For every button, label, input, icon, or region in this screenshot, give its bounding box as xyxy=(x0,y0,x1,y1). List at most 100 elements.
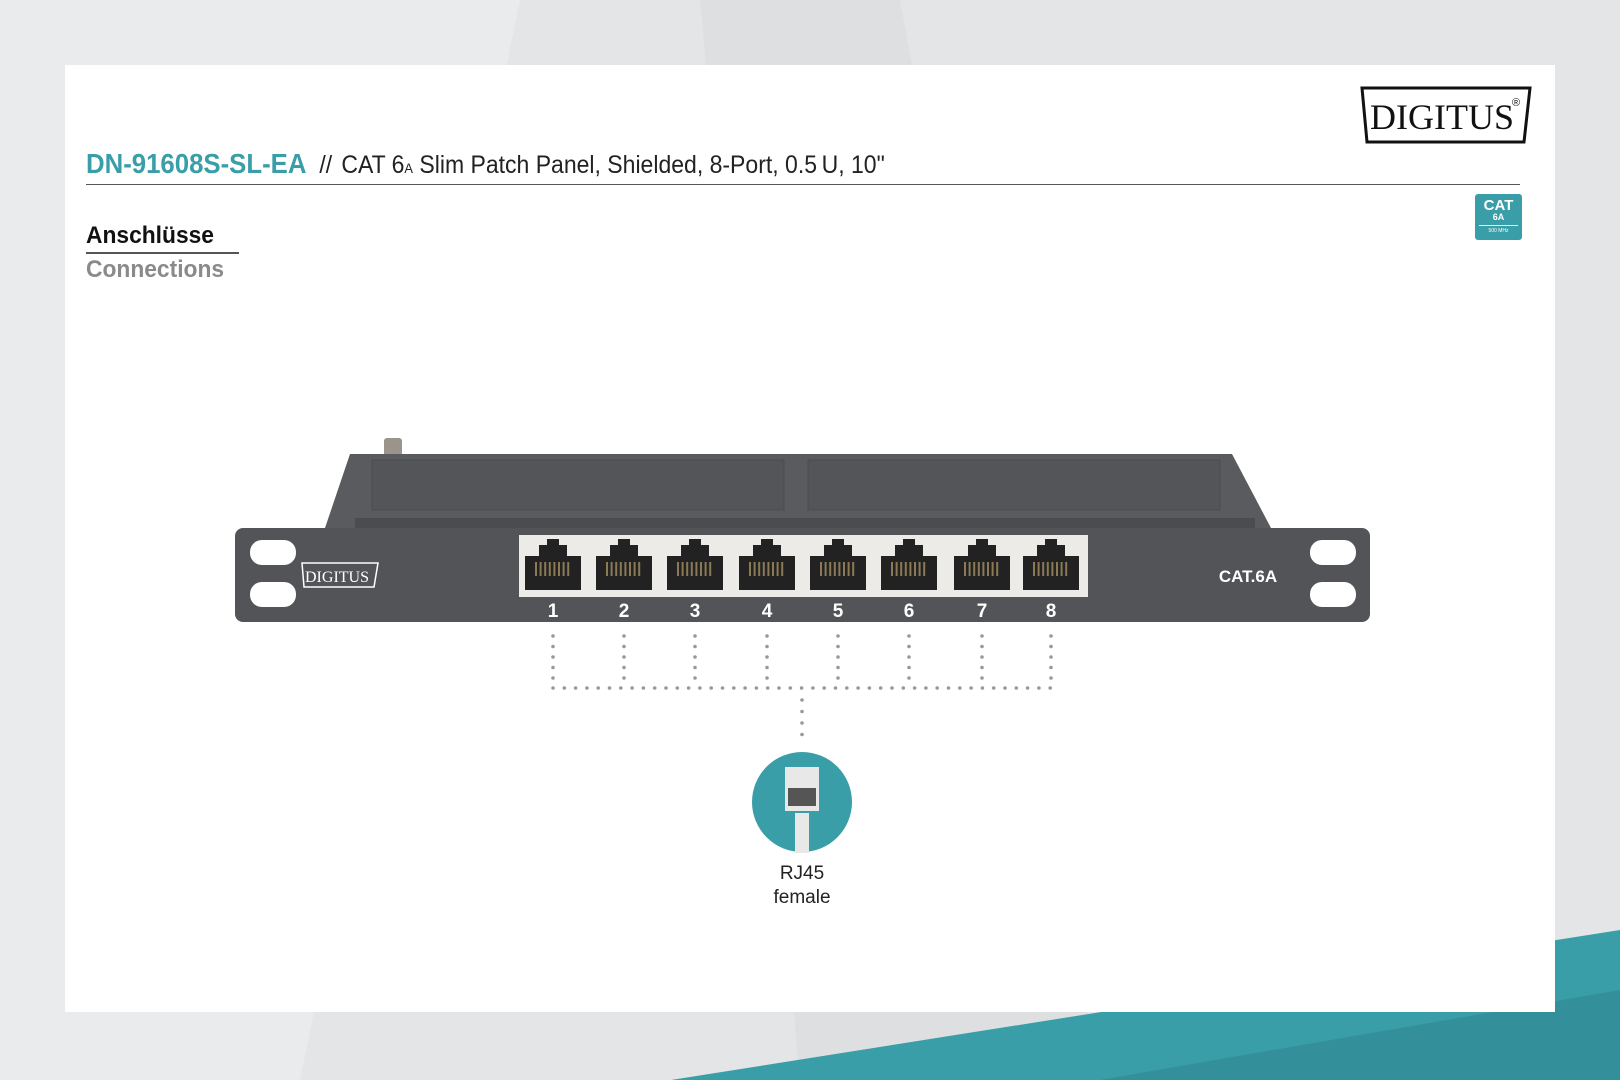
cat6a-badge: CAT 6A 500 MHz xyxy=(1475,194,1522,240)
connection-dot xyxy=(980,665,984,670)
connection-dot xyxy=(693,665,697,670)
connection-dot xyxy=(698,686,702,690)
connection-dot xyxy=(907,655,911,659)
connection-dot xyxy=(907,665,911,670)
rj45-port xyxy=(954,539,1010,590)
connection-dot xyxy=(980,644,984,649)
port-number: 6 xyxy=(904,601,915,622)
connection-dot xyxy=(845,686,849,690)
connection-dot xyxy=(935,686,939,690)
connection-dot xyxy=(765,676,769,680)
connection-dot xyxy=(800,698,804,702)
connection-dot xyxy=(788,686,793,690)
connection-dot xyxy=(1003,686,1007,690)
connection-dot xyxy=(946,686,951,690)
connection-dot xyxy=(765,665,769,670)
connection-dot xyxy=(720,686,725,690)
connection-dot xyxy=(1037,686,1041,690)
connection-dot xyxy=(907,644,911,649)
connection-dot xyxy=(836,634,840,638)
connection-dot xyxy=(551,676,555,680)
connection-dot xyxy=(622,644,626,649)
connection-dot xyxy=(652,686,657,690)
connection-dot xyxy=(743,686,747,690)
description-prefix: CAT 6 xyxy=(341,151,405,179)
connection-dot xyxy=(585,686,589,690)
connection-dot xyxy=(1049,676,1053,680)
connection-dot xyxy=(562,686,567,690)
product-code: DN-91608S-SL-EA xyxy=(86,148,307,179)
connection-dot xyxy=(836,655,840,659)
connection-dot xyxy=(693,676,697,680)
connection-dot xyxy=(765,655,769,659)
rj45-port xyxy=(1023,539,1079,590)
badge-category: 6A xyxy=(1492,212,1505,222)
connection-dot xyxy=(958,686,962,690)
connection-dot xyxy=(1048,686,1052,690)
connection-dot xyxy=(836,644,840,649)
digitus-logo: DIGITUS ® xyxy=(1360,86,1532,144)
connection-dot xyxy=(622,634,626,638)
port-number: 1 xyxy=(548,601,559,622)
connection-dot xyxy=(822,686,826,690)
connection-dot xyxy=(836,676,840,680)
connection-dot xyxy=(800,709,804,714)
connection-dot xyxy=(693,634,697,638)
panel-logo: DIGITUS xyxy=(305,569,369,586)
rj45-port xyxy=(810,539,866,590)
connection-dot xyxy=(693,644,697,649)
connection-dot xyxy=(664,686,668,690)
connection-dot xyxy=(907,634,911,638)
header-divider xyxy=(86,184,1520,185)
svg-text:DIGITUS: DIGITUS xyxy=(1370,97,1514,137)
connection-dot xyxy=(907,676,911,680)
badge-frequency: 500 MHz xyxy=(1488,228,1509,234)
connection-dot xyxy=(765,686,770,690)
connection-dot xyxy=(800,721,804,725)
connection-dot xyxy=(980,655,984,659)
connection-dot xyxy=(969,686,973,690)
section-underline xyxy=(86,252,239,254)
connection-dot xyxy=(573,686,578,690)
connection-dot xyxy=(800,732,804,737)
connector-name: RJ45 xyxy=(779,863,825,884)
title-separator: // xyxy=(319,151,333,179)
rj45-port xyxy=(881,539,937,590)
connection-dot xyxy=(551,686,555,690)
connection-dot xyxy=(630,686,634,690)
connection-dot xyxy=(912,686,917,690)
connection-dot xyxy=(551,665,555,670)
connection-dot xyxy=(901,686,906,690)
page-title: DN-91608S-SL-EA // CAT 6A Slim Patch Panel… xyxy=(86,148,885,180)
connection-dot xyxy=(811,686,815,690)
rj45-port xyxy=(667,539,723,590)
rj45-port xyxy=(739,539,795,590)
connection-dot xyxy=(1025,686,1030,690)
svg-text:®: ® xyxy=(1512,97,1520,109)
connection-dot xyxy=(732,686,736,690)
connection-dot xyxy=(607,686,612,690)
description-suffix: Slim Patch Panel, Shielded, 8-Port, 0.5 … xyxy=(413,151,885,179)
connection-dot xyxy=(1049,644,1053,649)
port-number: 5 xyxy=(833,601,844,622)
connection-dot xyxy=(686,686,691,690)
connection-dot xyxy=(622,665,626,670)
connection-dot xyxy=(867,686,872,690)
connection-dot xyxy=(924,686,928,690)
connection-dot xyxy=(551,655,555,659)
connection-dot xyxy=(551,644,555,649)
connection-dot xyxy=(622,655,626,659)
connection-dot xyxy=(693,655,697,659)
section-title-en: Connections xyxy=(86,256,225,283)
connection-dot xyxy=(1049,655,1053,659)
port-number: 8 xyxy=(1046,601,1057,622)
description-subscript: A xyxy=(404,160,414,176)
connection-dot xyxy=(833,686,838,690)
badge-divider xyxy=(1479,225,1518,226)
connection-dot xyxy=(622,676,626,680)
badge-cat: CAT xyxy=(1483,197,1514,214)
connector-label: RJ45 female xyxy=(752,862,852,910)
port-number: 4 xyxy=(762,601,773,622)
connection-dot xyxy=(991,686,996,690)
